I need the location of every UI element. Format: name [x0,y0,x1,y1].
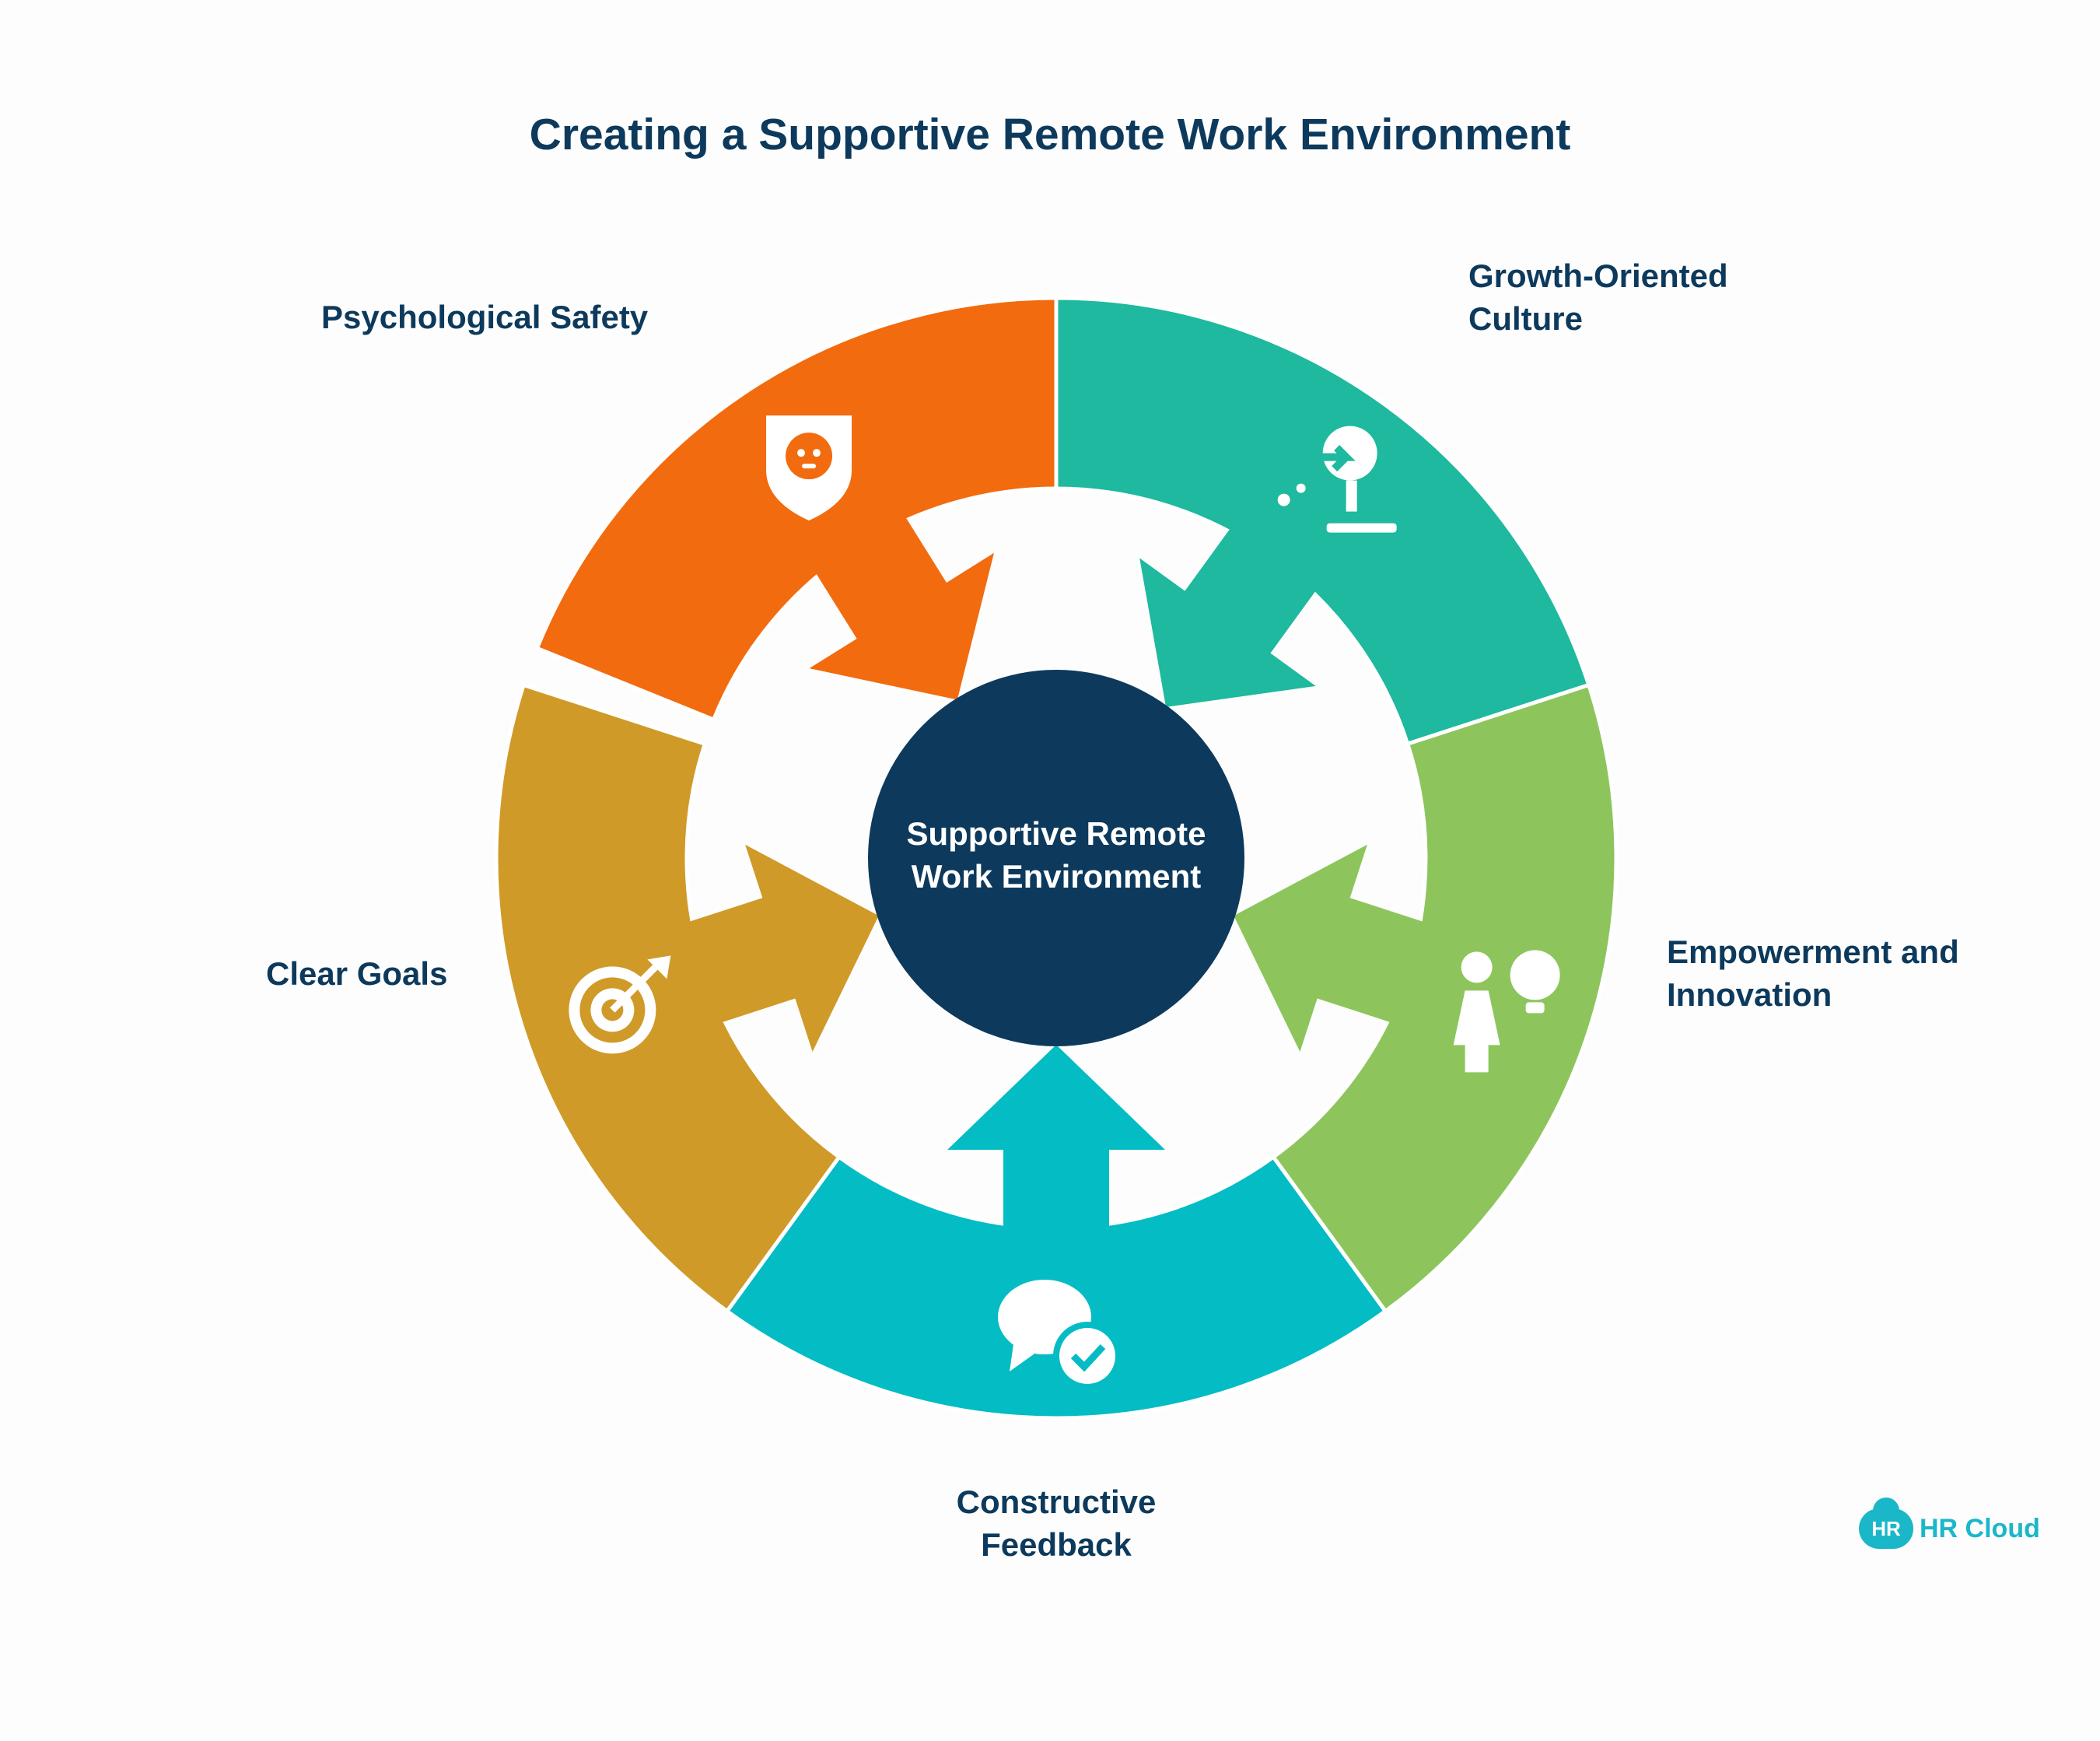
segment-clear-goals [494,682,842,1314]
segment-growth-oriented-culture [1054,296,1591,747]
hr-cloud-wordmark: HR Cloud [1920,1513,2040,1543]
label-empowerment-innovation: Empowerment and Innovation [1667,934,1959,1013]
target-dart-icon [569,955,671,1054]
label-psychological-safety: Psychological Safety [321,299,649,335]
person-idea-icon [1453,950,1560,1073]
arrow-psychological-safety [799,490,995,700]
arrow-growth-oriented-culture [1139,503,1335,707]
label-clear-goals: Clear Goals [266,955,448,992]
icons-layer [569,415,1560,1390]
growth-arrow-icon [1277,426,1397,533]
arrow-empowerment-innovation [1234,844,1454,1053]
label-constructive-feedback: Constructive Feedback [956,1484,1157,1563]
arrow-clear-goals [659,844,879,1053]
segment-empowerment-innovation [1270,682,1619,1314]
diagram-title: Creating a Supportive Remote Work Enviro… [529,110,1571,159]
shield-face-icon [766,415,852,521]
hr-cloud-badge: HR [1859,1498,1913,1549]
center-circle [868,670,1244,1046]
arrows-layer [659,490,1454,1259]
label-growth-oriented-culture: Growth-Oriented Culture [1468,257,1728,337]
chat-check-icon [998,1280,1122,1390]
hr-cloud-logo: HR HR Cloud [1859,1498,2040,1552]
arrow-constructive-feedback [947,1045,1165,1259]
